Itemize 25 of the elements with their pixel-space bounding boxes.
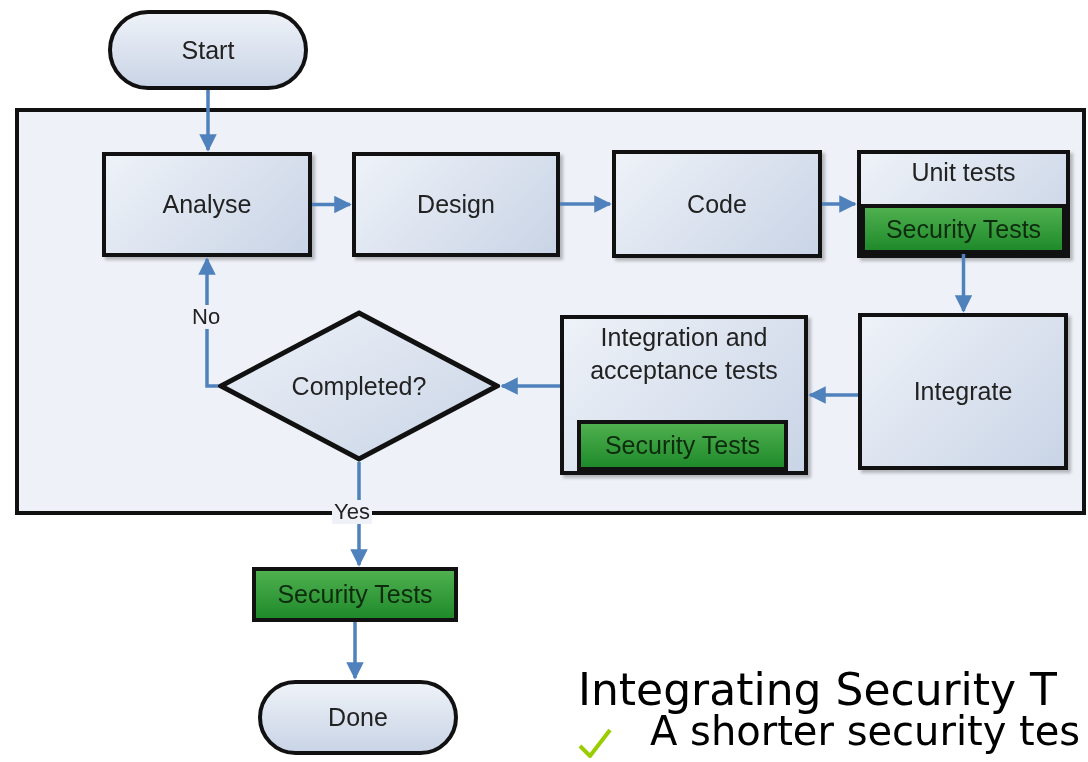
box-label: Integration and acceptance tests (589, 322, 779, 386)
arrow (808, 386, 858, 404)
arrow (560, 195, 612, 213)
process-box: Design (352, 152, 560, 257)
edge-label: No (190, 305, 223, 330)
process-box (857, 150, 1070, 258)
security-test-bar: Security Tests (577, 420, 788, 471)
box-label: Unit tests (911, 157, 1016, 188)
process-box: Analyse (102, 152, 312, 257)
process-box (560, 315, 808, 475)
arrow (346, 622, 364, 680)
decision-diamond (218, 310, 500, 462)
arrow (199, 90, 217, 152)
security-test-bar: Security Tests (861, 204, 1066, 254)
terminal-box: Start (108, 10, 308, 90)
decision-label: Completed? (291, 370, 427, 402)
security-test-bar: Security Tests (252, 567, 458, 622)
arrow (312, 195, 352, 214)
edge-label: Yes (332, 500, 372, 525)
arrow (500, 377, 560, 395)
arrow (954, 254, 973, 313)
process-box: Integrate (858, 313, 1068, 470)
terminal-box: Done (258, 680, 458, 755)
process-box: Code (612, 150, 822, 258)
arrow (822, 195, 857, 213)
